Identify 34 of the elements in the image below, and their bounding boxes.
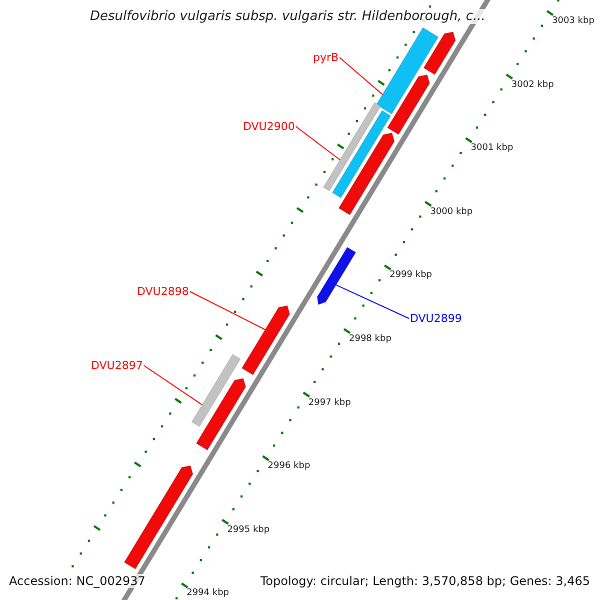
gene-label: DVU2897 bbox=[91, 359, 143, 372]
gene-segment bbox=[124, 465, 194, 570]
scale-label: 3003 kbp bbox=[552, 16, 594, 26]
gene-label: pyrB bbox=[313, 51, 339, 64]
footer-text: Accession: NC_002937 bbox=[9, 574, 146, 588]
gene-segment bbox=[338, 132, 395, 216]
gene-label: DVU2900 bbox=[243, 120, 295, 133]
gene-segment bbox=[332, 110, 392, 198]
gene-segment bbox=[196, 378, 246, 451]
gene-segment bbox=[423, 32, 456, 76]
gene-segment bbox=[191, 354, 241, 428]
leader-line bbox=[143, 365, 203, 406]
gene-segment bbox=[241, 305, 290, 376]
scale-label: 3002 kbp bbox=[511, 80, 554, 90]
leader-line bbox=[295, 126, 340, 160]
gene-segment bbox=[376, 27, 439, 114]
scale-label: 2994 kbp bbox=[186, 588, 229, 598]
scale-label: 2996 kbp bbox=[268, 461, 310, 472]
scale-label: 2998 kbp bbox=[349, 334, 392, 344]
leader-line bbox=[336, 284, 410, 319]
scale-label: 2995 kbp bbox=[227, 524, 270, 535]
scale-label: 3001 kbp bbox=[470, 143, 514, 154]
scale-label: 3000 kbp bbox=[430, 206, 473, 217]
leader-line bbox=[189, 291, 266, 330]
gene-segment bbox=[322, 102, 382, 192]
title: Desulfovibrio vulgaris subsp. vulgaris str. Hildenborough, c... bbox=[90, 9, 486, 24]
scale-label: 2997 kbp bbox=[308, 398, 351, 408]
gene-label: DVU2898 bbox=[137, 285, 189, 298]
leader-line bbox=[339, 57, 383, 95]
scale-label: 2999 kbp bbox=[390, 270, 432, 280]
gene-segment bbox=[387, 74, 430, 135]
gene-label: DVU2899 bbox=[410, 312, 462, 325]
footer-text: Topology: circular; Length: 3,570,858 bp; Genes: 3,465 bbox=[260, 574, 590, 588]
gene-segment bbox=[316, 246, 356, 305]
